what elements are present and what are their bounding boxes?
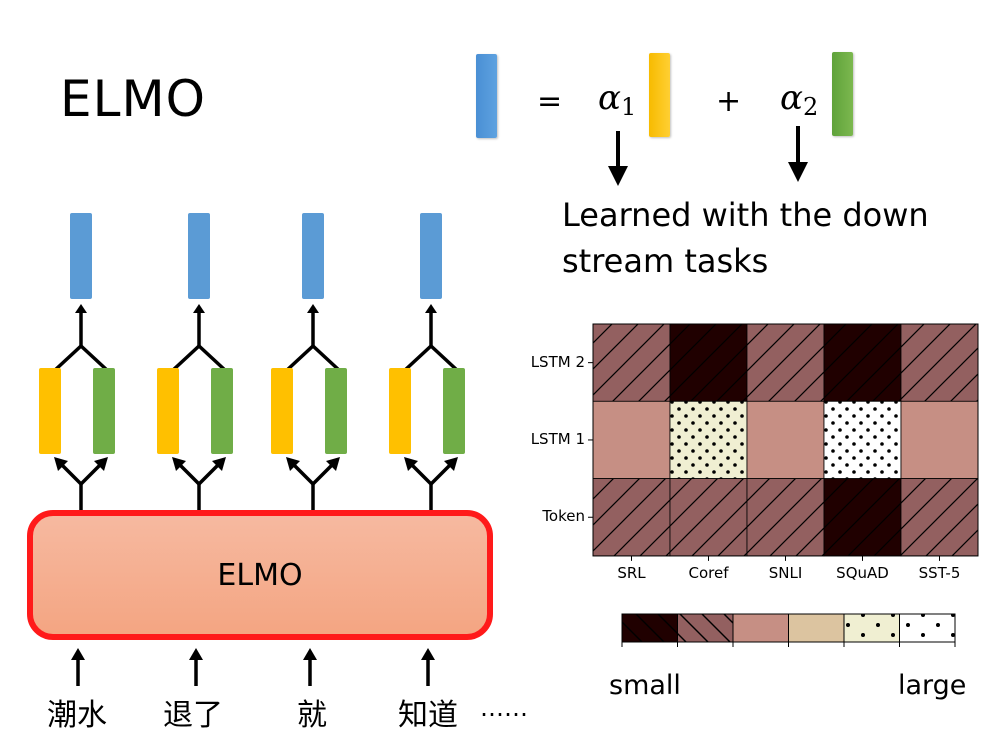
up-arrow-icon — [189, 648, 203, 660]
backward-lstm-vector — [93, 368, 115, 454]
heatmap-cell-hatch — [670, 478, 747, 556]
up-arrow-icon — [212, 457, 226, 471]
token-column — [271, 213, 347, 686]
y-tick-label: Token — [542, 507, 585, 526]
down-arrow-icon — [608, 131, 628, 186]
y-tick-label: LSTM 2 — [530, 352, 585, 371]
alpha-1-subscript: 1 — [620, 93, 637, 121]
up-arrow-icon — [172, 457, 186, 471]
forward-lstm-vector — [389, 368, 411, 454]
lhs-blue-vector — [476, 54, 497, 138]
plus-sign: + — [716, 84, 742, 119]
heatmap-cell — [747, 401, 824, 479]
colorbar-swatch — [733, 614, 789, 642]
output-embedding-vector — [420, 213, 442, 299]
annotation-text: Learned with the down stream tasks — [562, 192, 929, 284]
elmo-model-box: ELMO — [27, 510, 493, 640]
up-arrow-icon — [193, 304, 205, 313]
input-word: 知道 — [398, 698, 458, 733]
heatmap-cell — [901, 401, 978, 479]
heatmap-cell — [593, 401, 670, 479]
alpha-2-subscript: 2 — [802, 93, 819, 121]
forward-lstm-vector — [39, 368, 61, 454]
output-embedding-vector — [188, 213, 210, 299]
up-arrow-icon — [421, 648, 435, 660]
colorbar-min-label: small — [609, 670, 681, 701]
up-arrow-icon — [307, 304, 319, 313]
heatmap-cell-hatch — [901, 478, 978, 556]
alpha-2-symbol: α — [780, 78, 803, 118]
annotation-line-1: Learned with the down — [562, 196, 929, 234]
heatmap-cell-hatch — [593, 324, 670, 402]
annotation-line-2: stream tasks — [562, 242, 769, 280]
heatmap-cell-dots — [824, 401, 901, 479]
up-arrow-icon — [71, 648, 85, 660]
up-arrow-icon — [286, 457, 300, 471]
heatmap-cell-hatch — [670, 324, 747, 402]
down-arrow-icon — [788, 126, 808, 182]
heatmap-cell-hatch — [901, 324, 978, 402]
x-tick-label: Coref — [688, 564, 729, 582]
equation-arrows — [608, 126, 808, 186]
colorbar-swatch-dots — [899, 614, 955, 642]
up-arrow-icon — [94, 457, 108, 471]
heatmap-cell-hatch — [593, 478, 670, 556]
x-tick-label: SNLI — [768, 564, 803, 582]
up-arrow-icon — [326, 457, 340, 471]
ellipsis: …… — [480, 694, 528, 722]
alpha-1: α1 — [598, 78, 636, 121]
alpha-2: α2 — [780, 78, 818, 121]
colorbar-swatch-dots — [844, 614, 900, 642]
x-tick-label: SRL — [617, 564, 646, 582]
y-tick-label: LSTM 1 — [530, 429, 585, 448]
colorbar-swatch — [788, 614, 844, 642]
elmo-box-label: ELMO — [217, 557, 303, 593]
forward-lstm-vector — [157, 368, 179, 454]
equals-sign: = — [537, 84, 563, 119]
alpha-1-symbol: α — [598, 78, 621, 118]
elmo-architecture-diagram — [39, 213, 465, 686]
colorbar-swatch-hatch — [622, 614, 678, 642]
up-arrow-icon — [425, 304, 437, 313]
input-word: 退了 — [163, 698, 223, 733]
green-vector — [832, 52, 853, 136]
forward-lstm-vector — [271, 368, 293, 454]
heatmap-cell-hatch — [747, 478, 824, 556]
yellow-vector — [649, 53, 670, 137]
token-column — [157, 213, 233, 686]
backward-lstm-vector — [443, 368, 465, 454]
token-column — [39, 213, 115, 686]
up-arrow-icon — [75, 304, 87, 313]
token-column — [389, 213, 465, 686]
up-arrow-icon — [303, 648, 317, 660]
x-tick-label: SST-5 — [918, 564, 961, 582]
heatmap-cell-dots — [670, 401, 747, 479]
heatmap-cell-hatch — [747, 324, 824, 402]
input-word: 潮水 — [47, 698, 107, 733]
input-word: 就 — [297, 698, 327, 733]
backward-lstm-vector — [325, 368, 347, 454]
output-embedding-vector — [70, 213, 92, 299]
slide-title: ELMO — [60, 70, 206, 128]
heatmap-cell-hatch — [824, 324, 901, 402]
colorbar-max-label: large — [898, 670, 967, 701]
up-arrow-icon — [444, 457, 458, 471]
colorbar-swatch-hatch — [677, 614, 733, 642]
output-embedding-vector — [302, 213, 324, 299]
up-arrow-icon — [54, 457, 68, 471]
x-tick-label: SQuAD — [836, 564, 889, 582]
backward-lstm-vector — [211, 368, 233, 454]
heatmap-cell-hatch — [824, 478, 901, 556]
up-arrow-icon — [404, 457, 418, 471]
